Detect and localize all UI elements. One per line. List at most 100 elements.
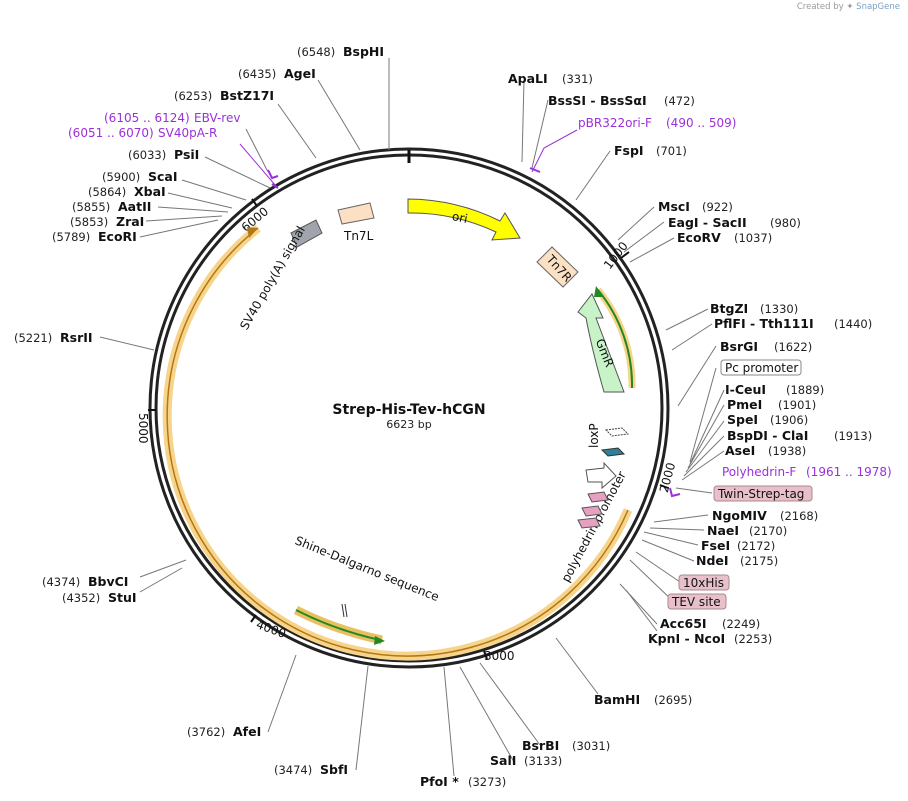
primer-pos: (6051 .. 6070)	[68, 126, 154, 140]
tev-site-box[interactable]	[667, 593, 727, 610]
enzyme-label: AgeI	[284, 66, 316, 81]
enzyme-pos: (4352)	[62, 591, 100, 605]
sv40-feature[interactable]	[290, 219, 323, 248]
enzyme-pos: (922)	[702, 200, 733, 214]
enzyme-label: SpeI	[727, 412, 758, 427]
credit-brand: SnapGene	[856, 2, 900, 12]
enzyme-label: I-CeuI	[725, 382, 766, 397]
tn7r-feature[interactable]	[536, 246, 579, 288]
enzyme-label: NgoMIV	[712, 508, 767, 523]
enzyme-pos: (1906)	[770, 413, 808, 427]
primer-pos: (490 .. 509)	[666, 116, 736, 130]
pbr322ori-f-primer-mark	[529, 167, 541, 173]
enzyme-label: NdeI	[696, 553, 729, 568]
enzyme-pos: (1913)	[834, 429, 872, 443]
loxp-label: loxP	[587, 423, 601, 448]
tev-site-label: TEV site	[671, 595, 721, 609]
enzyme-pos: (3762)	[187, 725, 225, 739]
enzyme-pos: (6435)	[238, 67, 276, 81]
enzyme-pos: (5900)	[102, 170, 140, 184]
enzyme-pos: (3273)	[468, 775, 506, 789]
twin-strep-tag-box[interactable]	[713, 485, 813, 502]
enzyme-pos: (1938)	[768, 444, 806, 458]
primer-label: EBV-rev	[194, 111, 240, 125]
enzyme-label: EcoRI	[98, 229, 137, 244]
enzyme-label: ScaI	[148, 169, 178, 184]
credit-prefix: Created by	[796, 2, 844, 12]
twin-strep-feature[interactable]	[587, 491, 609, 503]
tick-label-5000: 5000	[136, 413, 150, 444]
primer-label: Polyhedrin-F	[722, 465, 796, 479]
enzyme-label: StuI	[108, 590, 137, 605]
enzyme-pos: (1037)	[734, 231, 772, 245]
enzyme-label: BsrBI	[522, 738, 559, 753]
enzyme-pos: (5864)	[88, 185, 126, 199]
enzyme-pos: (472)	[664, 94, 695, 108]
enzyme-label: FseI	[701, 538, 730, 553]
enzyme-label: BspDI - ClaI	[727, 428, 808, 443]
leader-lines	[99, 58, 725, 777]
enzyme-label: RsrII	[60, 330, 93, 345]
enzyme-pos: (5221)	[14, 331, 52, 345]
enzyme-pos: (3031)	[572, 739, 610, 753]
enzyme-label: BbvCI	[88, 574, 128, 589]
backbone-outer-ring	[148, 147, 670, 669]
sd-arrowhead	[374, 636, 385, 645]
enzyme-label: SbfI	[320, 762, 348, 777]
pc-promoter-label: Pc promoter	[725, 361, 798, 375]
enzyme-label: AseI	[725, 443, 755, 458]
enzyme-pos: (1440)	[834, 317, 872, 331]
his-tag-label: 10xHis	[683, 576, 724, 590]
enzyme-pos: (5789)	[52, 230, 90, 244]
sd-arrow-line	[295, 609, 381, 641]
loxp-teal-feature[interactable]	[600, 447, 626, 457]
orf-arrow-line	[166, 227, 629, 657]
enzyme-label: Acc65I	[660, 616, 707, 631]
loxp-feature[interactable]	[604, 427, 630, 437]
enzyme-pos: (1330)	[760, 302, 798, 316]
his-tag-box[interactable]	[678, 574, 730, 591]
primer-label: SV40pA-R	[158, 126, 217, 140]
pc-promoter-box[interactable]	[720, 359, 802, 376]
enzyme-pos: (6548)	[297, 45, 335, 59]
enzyme-label: AfeI	[233, 724, 261, 739]
snapgene-logo-icon: ✦	[846, 2, 854, 12]
his-feature[interactable]	[581, 505, 603, 517]
twin-strep-tag-label: Twin-Strep-tag	[717, 487, 804, 501]
enzyme-pos: (2695)	[654, 693, 692, 707]
enzyme-pos: (980)	[770, 216, 801, 230]
enzyme-pos: (5855)	[72, 200, 110, 214]
enzyme-label: PflFI - Tth111I	[714, 316, 814, 331]
enzyme-label: EcoRV	[677, 230, 721, 245]
enzyme-pos: (1622)	[774, 340, 812, 354]
tn7l-feature[interactable]	[337, 202, 375, 225]
enzyme-pos: (701)	[656, 144, 687, 158]
tick-marks	[148, 198, 669, 660]
enzyme-pos: (2175)	[740, 554, 778, 568]
enzyme-label: ApaLI	[508, 71, 548, 86]
gmr-feature[interactable]	[577, 293, 625, 393]
enzyme-label: ZraI	[116, 214, 144, 229]
enzyme-label: BtgZI	[710, 301, 748, 316]
enzyme-label: FspI	[614, 143, 644, 158]
ebv-rev-primer-mark	[267, 169, 279, 180]
shine-dalgarno-label: Shine-Dalgarno sequence	[293, 533, 441, 604]
enzyme-label: PmeI	[727, 397, 762, 412]
ori-feature[interactable]	[407, 198, 521, 241]
enzyme-pos: (2170)	[749, 524, 787, 538]
enzyme-pos: (5853)	[70, 215, 108, 229]
plasmid-length: 6623 bp	[386, 418, 431, 431]
tev-feature[interactable]	[577, 517, 601, 529]
enzyme-label: BssSI - BssSαI	[548, 93, 647, 108]
enzyme-label: BsrGI	[720, 339, 758, 354]
enzyme-pos: (3133)	[524, 754, 562, 768]
enzyme-label: SalI	[490, 753, 516, 768]
tn7l-label: Tn7L	[343, 229, 374, 243]
enzyme-label: MscI	[658, 199, 690, 214]
ori-label: ori	[451, 209, 469, 226]
enzyme-label: BstZ17I	[220, 88, 274, 103]
primer-pos: (6105 .. 6124)	[104, 111, 190, 125]
enzyme-label: PfoI *	[420, 774, 459, 789]
polyhedrin-promoter-feature[interactable]	[585, 461, 617, 490]
